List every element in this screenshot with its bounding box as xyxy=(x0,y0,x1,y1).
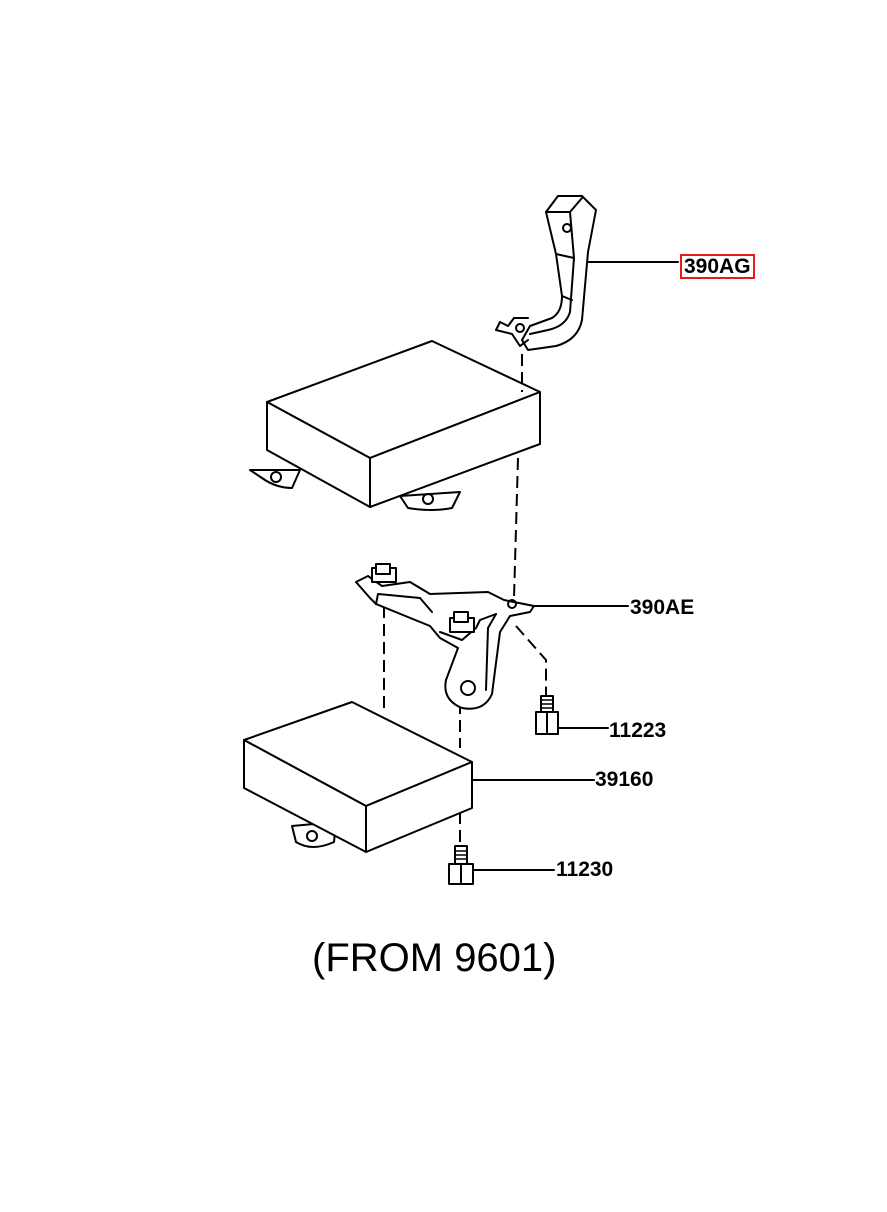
screw-11230 xyxy=(448,845,555,885)
part-number-390ae: 390AE xyxy=(630,596,695,619)
upper-module xyxy=(249,340,541,511)
upper-bracket-390ag xyxy=(495,195,679,351)
lower-module-39160 xyxy=(243,701,595,853)
part-number-390ag: 390AG xyxy=(680,254,755,279)
screw-11223 xyxy=(535,695,609,735)
alignment-line-screw xyxy=(515,625,547,696)
part-number-11230: 11230 xyxy=(556,858,614,881)
diagram-caption: (FROM 9601) xyxy=(312,936,557,980)
part-number-39160: 39160 xyxy=(595,768,654,791)
lower-bracket-390ae xyxy=(355,563,629,710)
part-number-11223: 11223 xyxy=(609,719,667,742)
alignment-line-middle xyxy=(513,457,519,599)
